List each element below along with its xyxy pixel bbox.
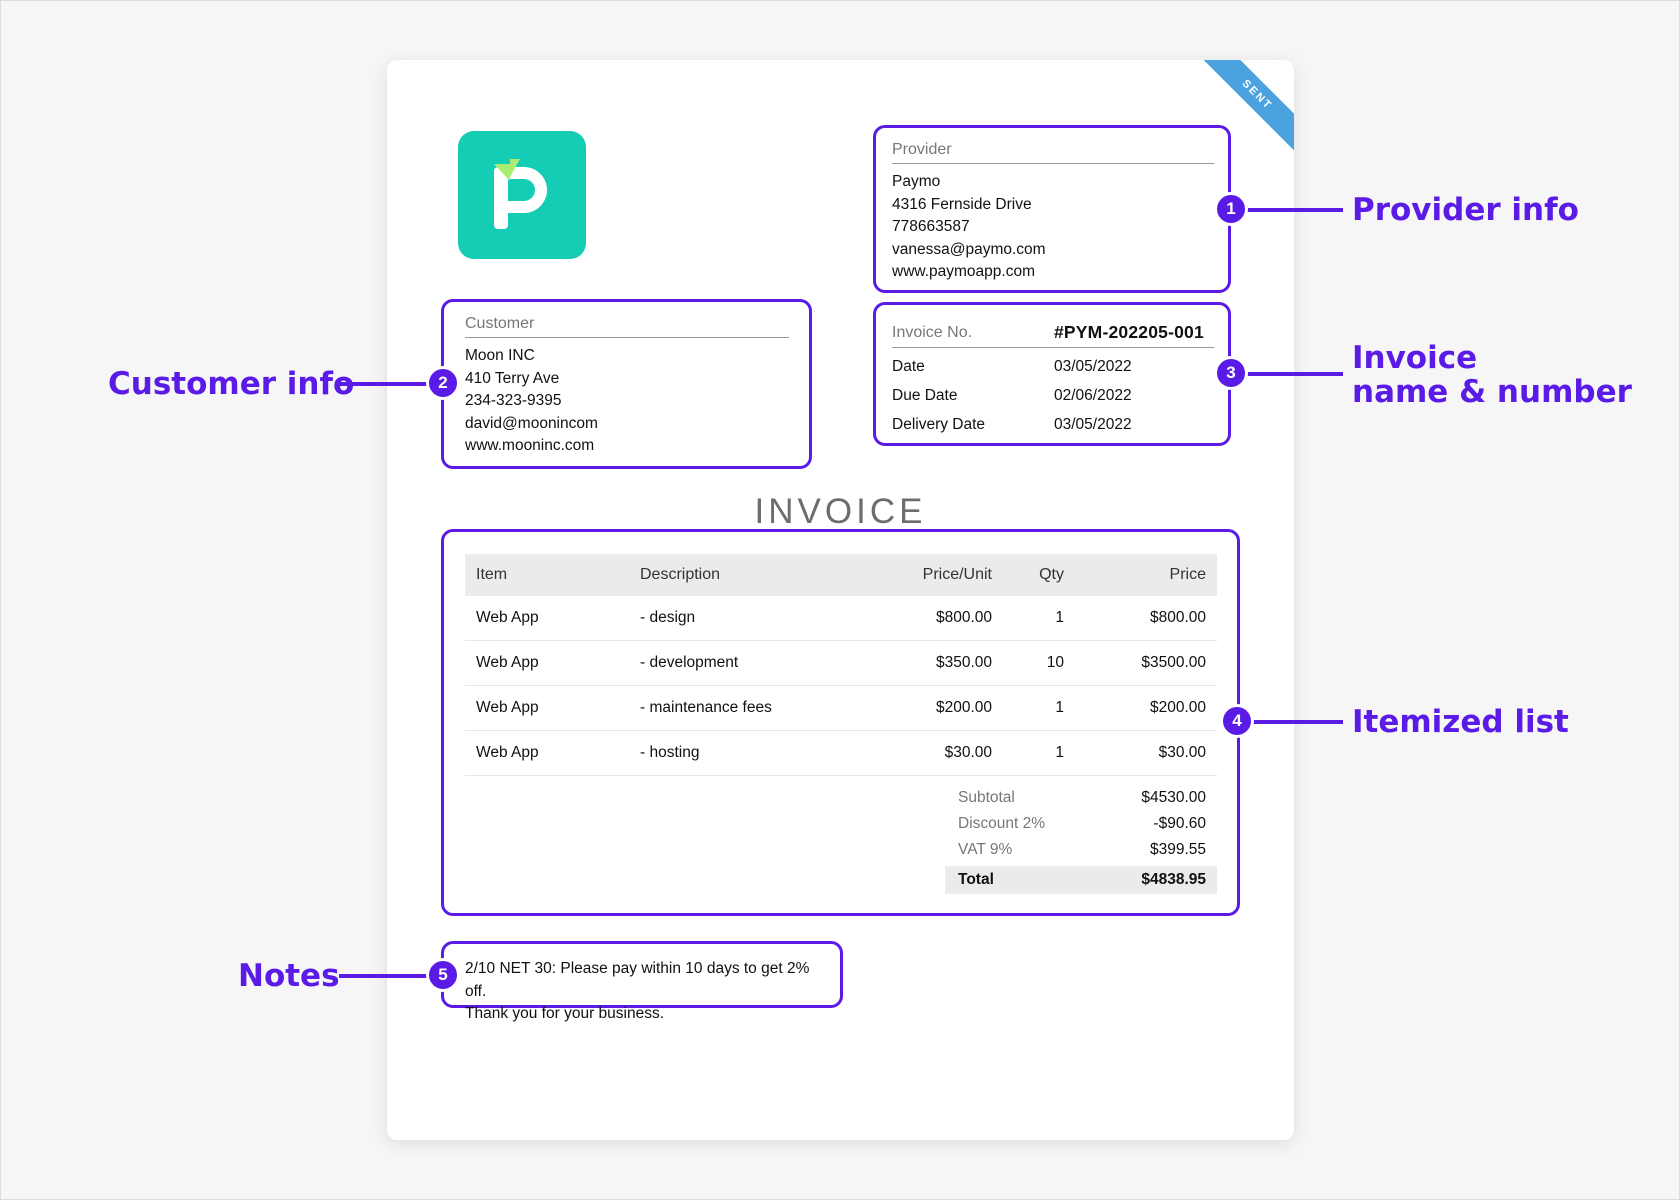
provider-phone: 778663587 — [892, 218, 970, 235]
price-cell: $30.00 — [1075, 730, 1217, 776]
notes-connector — [339, 974, 435, 978]
invoice-number-box: Invoice No. #PYM-202205-001 Date 03/05/2… — [873, 302, 1231, 446]
customer-phone: 234-323-9395 — [465, 392, 562, 409]
invoice-number: #PYM-202205-001 — [1054, 322, 1204, 342]
provider-email: vanessa@paymo.com — [892, 240, 1046, 258]
customer-callout: Customer info — [108, 366, 355, 402]
items-header-row: Item Description Price/Unit Qty Price — [465, 554, 1217, 596]
provider-address: 4316 Fernside Drive — [892, 195, 1032, 213]
notes-callout: Notes — [238, 958, 340, 994]
customer-number-badge: 2 — [426, 366, 460, 400]
invoice-number-label: Invoice No. — [892, 324, 973, 341]
table-row: Web App - design $800.00 1 $800.00 — [465, 596, 1217, 641]
customer-connector — [339, 382, 435, 386]
price-unit-cell: $200.00 — [881, 685, 1003, 731]
provider-callout: Provider info — [1352, 192, 1579, 228]
notes-number-badge: 5 — [426, 958, 460, 992]
table-row: Web App - development $350.00 10 $3500.0… — [465, 640, 1217, 686]
items-table: Item Description Price/Unit Qty Price We… — [465, 554, 1217, 776]
delivery-date-value: 03/05/2022 — [1054, 416, 1132, 433]
customer-address: 410 Terry Ave — [465, 369, 560, 387]
price-unit-cell: $30.00 — [881, 730, 1003, 776]
provider-name: Paymo — [892, 173, 941, 190]
vat-label: VAT 9% — [958, 841, 1013, 858]
table-row: Web App - maintenance fees $200.00 1 $20… — [465, 685, 1217, 731]
item-cell: Web App — [465, 640, 629, 686]
item-cell: Web App — [465, 685, 629, 731]
col-description: Description — [629, 554, 881, 596]
note-line: Thank you for your business. — [465, 1005, 665, 1022]
price-cell: $200.00 — [1075, 685, 1217, 731]
provider-website: www.paymoapp.com — [892, 263, 1036, 280]
item-cell: Web App — [465, 596, 629, 641]
col-item: Item — [465, 554, 629, 596]
customer-label: Customer — [465, 315, 789, 338]
delivery-date-label: Delivery Date — [892, 416, 986, 433]
subtotal-row: Subtotal $4530.00 — [945, 785, 1217, 811]
provider-number-badge: 1 — [1214, 192, 1248, 226]
discount-row: Discount 2% -$90.60 — [945, 811, 1217, 837]
due-date-label: Due Date — [892, 387, 958, 404]
total-label: Total — [958, 871, 994, 888]
items-number-badge: 4 — [1220, 704, 1254, 738]
discount-label: Discount 2% — [958, 815, 1046, 832]
subtotal-value: $4530.00 — [1141, 789, 1206, 806]
delivery-date-row: Delivery Date 03/05/2022 — [892, 410, 1214, 439]
total-row: Total $4838.95 — [945, 866, 1217, 894]
provider-label: Provider — [892, 141, 1214, 164]
provider-connector — [1233, 208, 1343, 212]
itemized-list-box: Item Description Price/Unit Qty Price We… — [441, 529, 1240, 916]
customer-name: Moon INC — [465, 347, 535, 364]
qty-cell: 1 — [1003, 596, 1075, 641]
note-line: 2/10 NET 30: Please pay within 10 days t… — [465, 960, 810, 1000]
customer-website: www.mooninc.com — [465, 437, 595, 454]
table-row: Web App - hosting $30.00 1 $30.00 — [465, 730, 1217, 776]
price-unit-cell: $800.00 — [881, 596, 1003, 641]
invoice-number-row: Invoice No. #PYM-202205-001 — [892, 318, 1214, 348]
notes-box: 2/10 NET 30: Please pay within 10 days t… — [441, 941, 843, 1022]
vat-row: VAT 9% $399.55 — [945, 837, 1217, 863]
totals-block: Subtotal $4530.00 Discount 2% -$90.60 VA… — [945, 785, 1217, 894]
paymo-logo-icon — [458, 131, 586, 259]
document-title: INVOICE — [754, 492, 927, 531]
customer-info-box: Customer Moon INC 410 Terry Ave 234-323-… — [441, 299, 812, 469]
invoice-number-badge: 3 — [1214, 356, 1248, 390]
items-callout: Itemized list — [1352, 704, 1569, 740]
description-cell: - maintenance fees — [629, 685, 881, 731]
due-date-value: 02/06/2022 — [1054, 387, 1132, 404]
vat-value: $399.55 — [1149, 841, 1206, 858]
provider-info-box: Provider Paymo 4316 Fernside Drive 77866… — [873, 125, 1231, 293]
discount-value: -$90.60 — [1153, 815, 1206, 832]
date-value: 03/05/2022 — [1054, 358, 1132, 375]
qty-cell: 10 — [1003, 640, 1075, 686]
col-price-unit: Price/Unit — [881, 554, 1003, 596]
description-cell: - hosting — [629, 730, 881, 776]
col-qty: Qty — [1003, 554, 1075, 596]
subtotal-label: Subtotal — [958, 789, 1015, 806]
invoice-date-row: Date 03/05/2022 — [892, 352, 1214, 381]
qty-cell: 1 — [1003, 730, 1075, 776]
items-connector — [1240, 720, 1343, 724]
item-cell: Web App — [465, 730, 629, 776]
due-date-row: Due Date 02/06/2022 — [892, 381, 1214, 410]
col-price: Price — [1075, 554, 1217, 596]
invoice-callout-line1: Invoice — [1352, 340, 1478, 376]
total-value: $4838.95 — [1141, 871, 1206, 888]
qty-cell: 1 — [1003, 685, 1075, 731]
invoice-connector — [1233, 372, 1343, 376]
customer-email: david@moonincom — [465, 414, 598, 432]
date-label: Date — [892, 358, 925, 375]
description-cell: - design — [629, 596, 881, 641]
description-cell: - development — [629, 640, 881, 686]
invoice-callout-line2: name & number — [1352, 374, 1632, 410]
price-unit-cell: $350.00 — [881, 640, 1003, 686]
price-cell: $800.00 — [1075, 596, 1217, 641]
price-cell: $3500.00 — [1075, 640, 1217, 686]
